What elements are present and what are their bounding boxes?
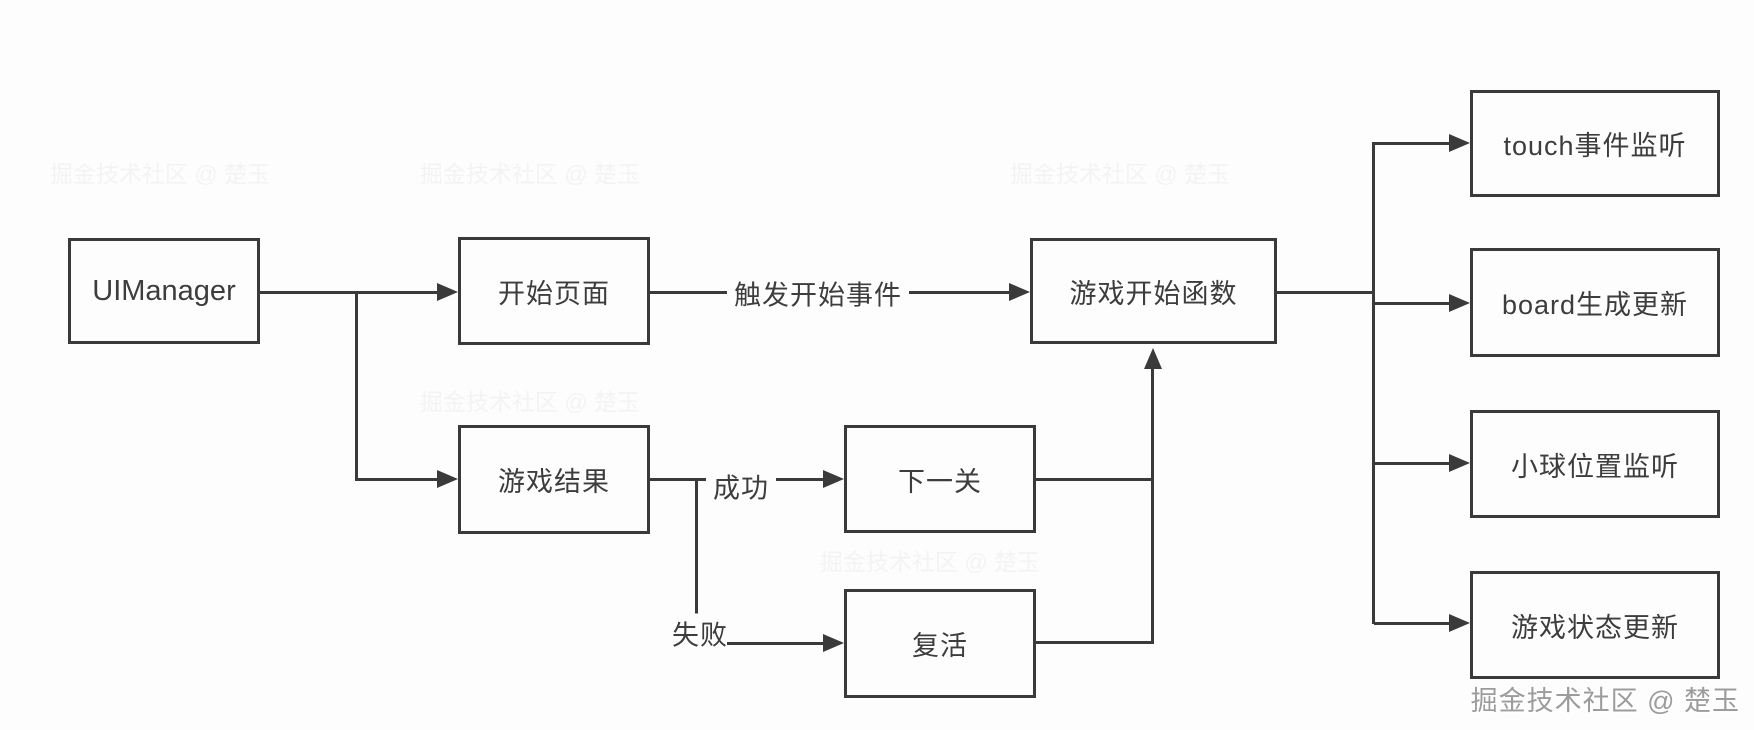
node-state-update-label: 游戏状态更新: [1511, 612, 1679, 643]
watermark: 掘金技术社区 @ 楚玉: [1470, 686, 1740, 716]
node-touch-listener: touch事件监听: [1470, 90, 1720, 197]
node-game-result-label: 游戏结果: [498, 467, 610, 497]
connector-to-touch: [1374, 142, 1449, 145]
node-next-level: 下一关: [844, 425, 1036, 533]
node-start-page: 开始页面: [458, 237, 650, 345]
arrow-right-icon: [1449, 134, 1470, 152]
ghost-watermark: 掘金技术社区 @ 楚玉: [419, 161, 641, 187]
node-state-update: 游戏状态更新: [1470, 571, 1720, 679]
arrow-right-icon: [437, 283, 458, 301]
ghost-watermark: 掘金技术社区 @ 楚玉: [419, 389, 641, 415]
connector-fail: [727, 642, 823, 645]
connector-to-board: [1374, 302, 1449, 305]
node-board-update: board生成更新: [1470, 248, 1720, 357]
edge-label-trigger-start: 触发开始事件: [727, 273, 909, 313]
connector-to-game-result: [355, 478, 437, 481]
arrow-right-icon: [823, 470, 844, 488]
node-next-level-label: 下一关: [898, 466, 982, 497]
connector-uimanager-out: [260, 291, 437, 294]
arrow-right-icon: [823, 634, 844, 652]
connector-to-ball: [1374, 462, 1449, 465]
node-game-result: 游戏结果: [458, 425, 650, 534]
node-game-start-fn-label: 游戏开始函数: [1069, 278, 1238, 309]
edge-label-success: 成功: [706, 466, 776, 506]
node-board-update-label: board生成更新: [1501, 290, 1689, 320]
arrow-right-icon: [1009, 283, 1030, 301]
node-start-page-label: 开始页面: [498, 278, 610, 309]
arrow-up-icon: [1144, 348, 1162, 369]
node-revive: 复活: [844, 589, 1036, 698]
arrow-right-icon: [437, 470, 458, 488]
ghost-watermark: 掘金技术社区 @ 楚玉: [819, 549, 1041, 575]
arrow-right-icon: [1449, 614, 1470, 632]
ghost-watermark: 掘金技术社区 @ 楚玉: [1009, 161, 1231, 187]
arrow-right-icon: [1449, 454, 1470, 472]
edge-label-fail: 失败: [670, 613, 730, 653]
connector-next-level-out: [1036, 478, 1154, 481]
node-game-start-fn: 游戏开始函数: [1030, 238, 1277, 344]
ghost-watermark: 掘金技术社区 @ 楚玉: [49, 161, 271, 187]
arrow-right-icon: [1449, 294, 1470, 312]
connector-revive-out: [1036, 641, 1154, 644]
connector-fail-drop: [695, 479, 698, 618]
node-uimanager: UIManager: [68, 238, 260, 344]
node-uimanager-label: UIManager: [92, 274, 236, 307]
connector-to-state: [1374, 622, 1449, 625]
connector-restart-up: [1151, 366, 1154, 644]
connector-fanout-spine: [1372, 142, 1375, 624]
connector-uimanager-branch: [355, 291, 358, 481]
connector-game-start-out: [1277, 291, 1375, 294]
node-ball-listener-label: 小球位置监听: [1511, 451, 1679, 482]
node-ball-listener: 小球位置监听: [1470, 410, 1720, 518]
node-revive-label: 复活: [912, 631, 968, 661]
node-touch-listener-label: touch事件监听: [1503, 131, 1687, 161]
